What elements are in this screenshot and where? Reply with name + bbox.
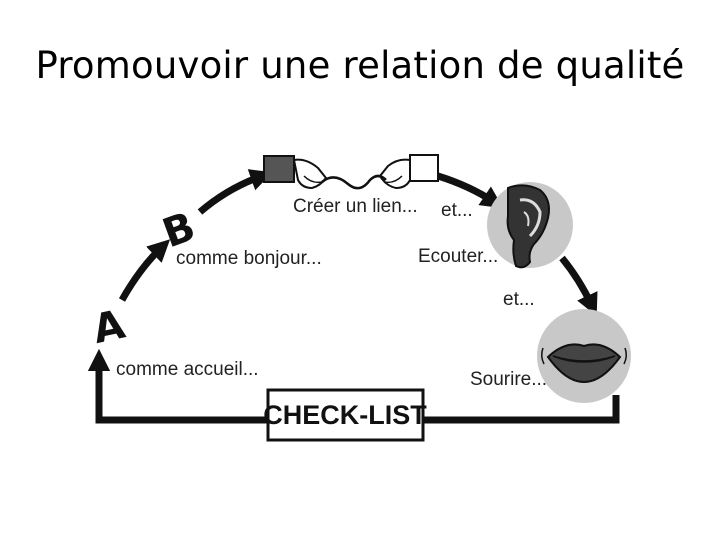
mouth-icon bbox=[537, 309, 631, 403]
slide-title: Promouvoir une relation de qualité bbox=[35, 44, 685, 87]
baseline-right bbox=[420, 395, 620, 424]
arrow-lien-to-ear bbox=[436, 172, 504, 209]
arrow-a-to-b bbox=[118, 239, 171, 302]
baseline-left bbox=[95, 385, 272, 424]
label-sourire: Sourire... bbox=[470, 369, 547, 390]
label-accueil: comme accueil... bbox=[116, 359, 259, 380]
arrow-ear-to-mouth bbox=[559, 255, 598, 317]
ear-icon bbox=[487, 182, 573, 269]
checklist-box bbox=[266, 388, 425, 442]
label-et-1: et... bbox=[441, 200, 473, 221]
label-lien: Créer un lien... bbox=[293, 196, 418, 217]
letter-a: A bbox=[89, 302, 129, 353]
label-bonjour: comme bonjour... bbox=[176, 248, 322, 269]
handshake-icon bbox=[263, 154, 439, 190]
arrow-b-to-lien bbox=[197, 169, 273, 215]
checklist-label: CHECK-LIST bbox=[263, 400, 427, 430]
label-et-2: et... bbox=[503, 289, 535, 310]
label-ecouter: Ecouter... bbox=[418, 246, 498, 267]
